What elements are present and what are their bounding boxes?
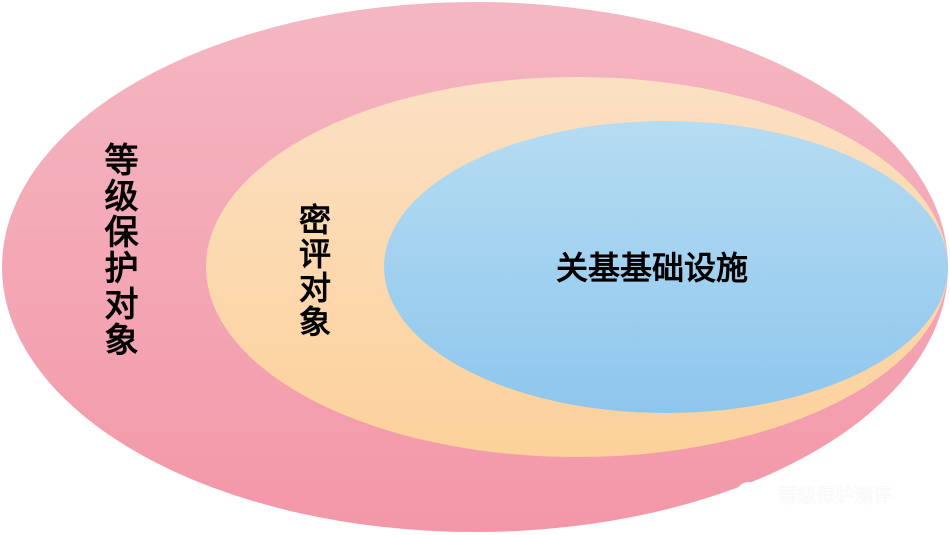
watermark: 等级保护测评 <box>736 480 892 508</box>
wechat-icon <box>737 482 769 507</box>
middle-ellipse-label: 密评对象 <box>294 203 332 339</box>
outer-ellipse-label: 等级保护对象 <box>98 142 138 358</box>
watermark-text: 等级保护测评 <box>778 484 893 507</box>
inner-ellipse <box>384 121 948 413</box>
inner-ellipse-label: 关基基础设施 <box>556 249 749 287</box>
